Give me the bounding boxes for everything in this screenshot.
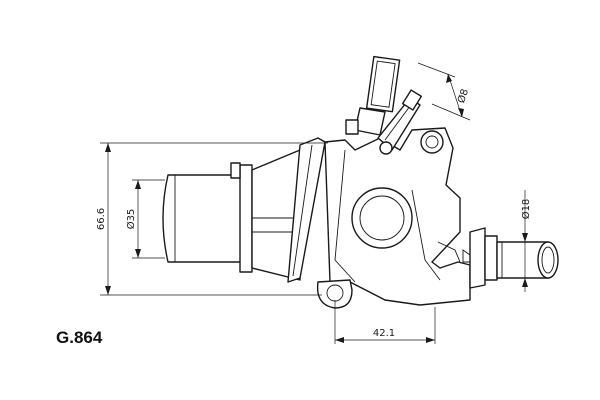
dimension-inlet-diameter: Ø35: [125, 179, 165, 259]
dimension-width: 42.1: [334, 300, 436, 344]
sensor-diameter-label: Ø8: [455, 87, 471, 104]
height-dimension-label: 66.6: [96, 208, 107, 230]
outlet-diameter-label: Ø18: [520, 199, 532, 220]
housing-body: [162, 55, 559, 309]
width-dimension-label: 42.1: [373, 328, 395, 339]
dimension-sensor-diameter: Ø8: [417, 62, 471, 121]
dimension-height: 66.6: [96, 142, 328, 296]
inlet-diameter-label: Ø35: [125, 209, 137, 230]
part-code: G.864: [56, 328, 103, 347]
dimension-outlet-diameter: Ø18: [520, 190, 532, 292]
